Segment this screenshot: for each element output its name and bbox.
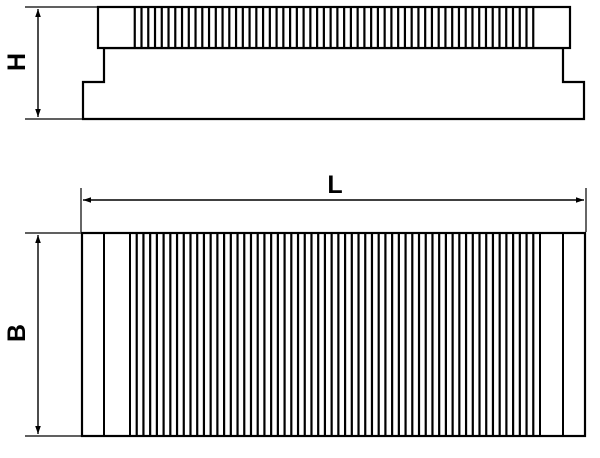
plate-outline: [80, 231, 587, 438]
base-profile: [81, 46, 586, 121]
side-view: H: [3, 5, 586, 121]
top-plate: [96, 5, 572, 50]
top-plate-ribs: [133, 8, 535, 47]
l-dimension-label: L: [327, 171, 342, 199]
h-dimension-label: H: [3, 53, 31, 71]
b-dimension-label: B: [3, 324, 31, 342]
top-view: L B: [3, 171, 587, 438]
pole-pitch-lines: [135, 234, 535, 435]
